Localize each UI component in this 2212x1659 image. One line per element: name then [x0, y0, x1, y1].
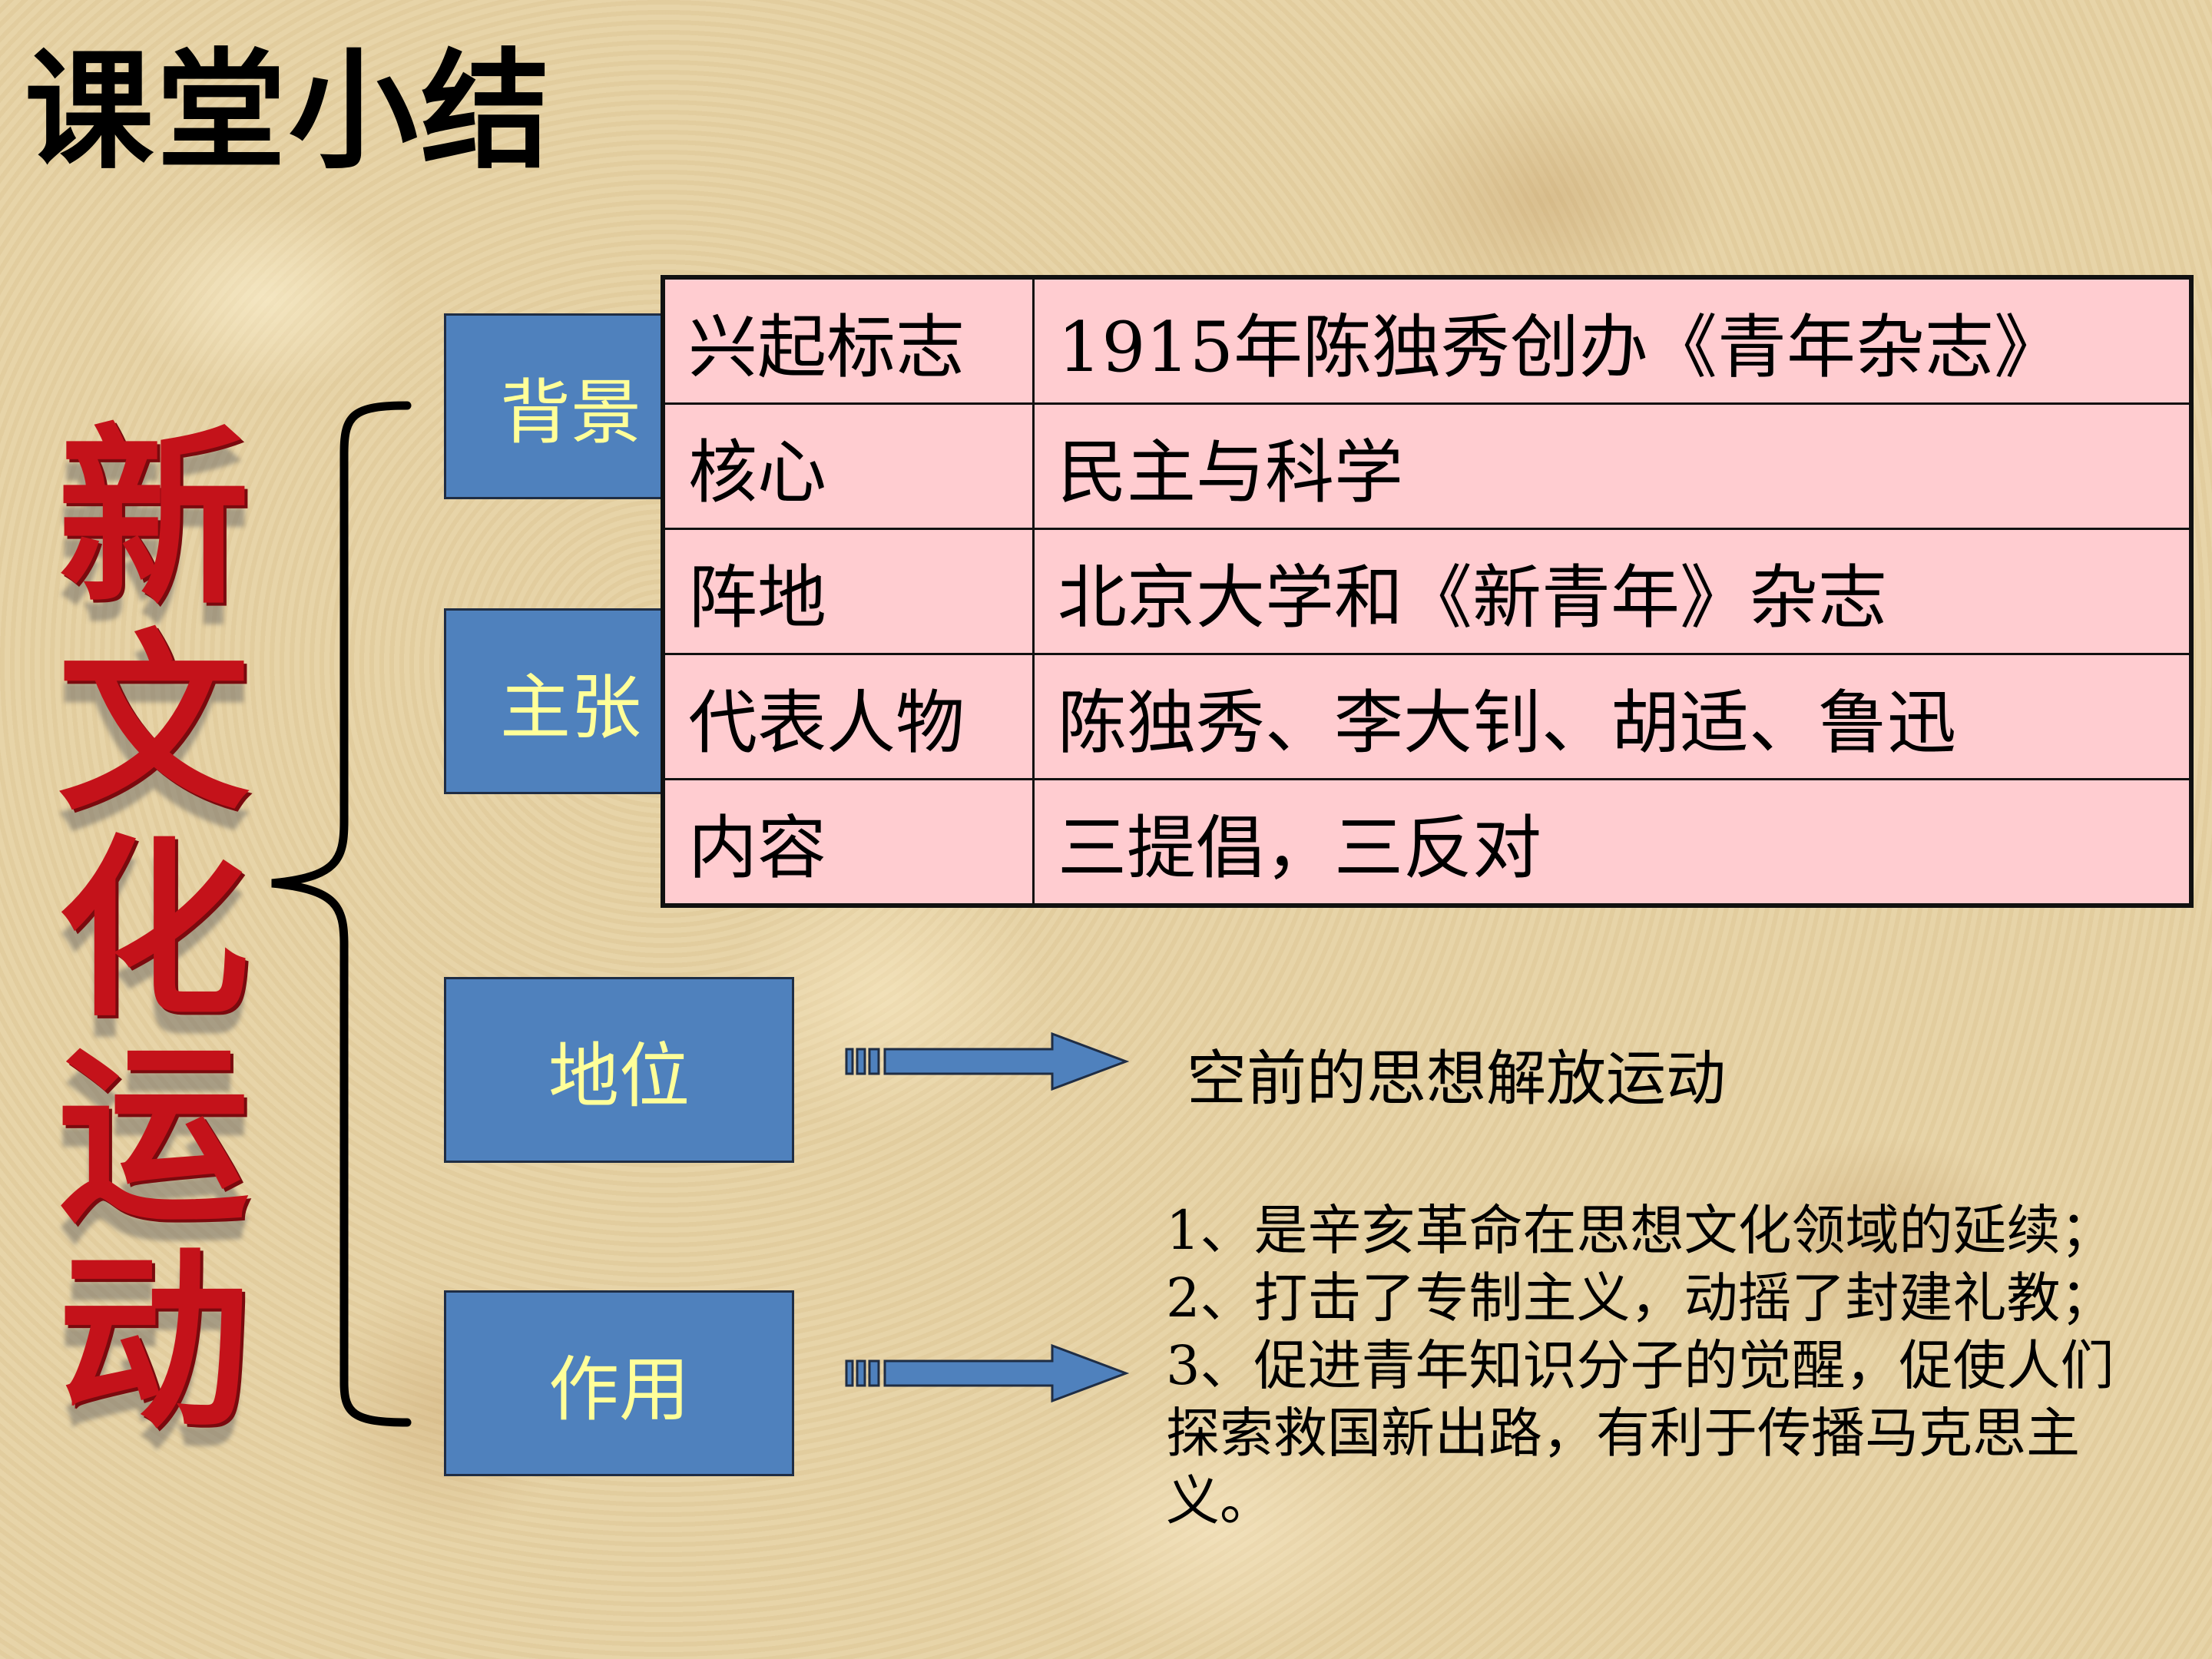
summary-table: 兴起标志 1915年陈独秀创办《青年杂志》 核心 民主与科学 阵地 北京大学和《…	[661, 275, 2194, 908]
effect-description: 1、是辛亥革命在思想文化领域的延续； 2、打击了专制主义，动摇了封建礼教； 3、…	[1166, 1197, 2164, 1535]
effect-box-label: 作用	[548, 1348, 690, 1431]
slide-title: 课堂小结	[25, 35, 553, 187]
curly-brace	[271, 401, 412, 1427]
table-cell-value: 1915年陈独秀创办《青年杂志》	[1032, 276, 2193, 405]
table-row: 兴起标志 1915年陈独秀创办《青年杂志》	[661, 276, 2193, 405]
table-cell-value: 陈独秀、李大钊、胡适、鲁迅	[1032, 653, 2193, 780]
table-cell-value: 民主与科学	[1032, 402, 2193, 530]
effect-line: 2、打击了专制主义，动摇了封建礼教；	[1166, 1267, 2114, 1330]
table-cell-key: 内容	[661, 778, 1035, 907]
vertical-title-char: 文	[58, 611, 250, 836]
table-cell-key: 兴起标志	[661, 276, 1035, 405]
vertical-title-char: 运	[58, 1022, 250, 1248]
table-cell-value: 北京大学和《新青年》杂志	[1032, 528, 2193, 655]
effect-line: 义。	[1166, 1469, 1273, 1532]
table-row: 代表人物 陈独秀、李大钊、胡适、鲁迅	[661, 653, 2193, 780]
table-row: 核心 民主与科学	[661, 402, 2193, 530]
table-row: 阵地 北京大学和《新青年》杂志	[661, 528, 2193, 655]
table-cell-key: 核心	[661, 402, 1035, 530]
effect-line: 探索救国新出路，有利于传播马克思主	[1166, 1402, 2080, 1465]
right-arrow-icon	[845, 1031, 1129, 1091]
claims-box-label: 主张	[500, 666, 642, 749]
effect-line: 3、促进青年知识分子的觉醒，促使人们	[1166, 1334, 2114, 1397]
right-arrow-icon	[845, 1343, 1129, 1403]
background-box-label: 背景	[500, 371, 642, 454]
status-box-label: 地位	[548, 1035, 690, 1118]
vertical-title-char: 新	[58, 405, 250, 631]
effect-box: 作用	[444, 1290, 794, 1476]
effect-line: 1、是辛亥革命在思想文化领域的延续；	[1166, 1199, 2114, 1262]
table-cell-key: 代表人物	[661, 653, 1035, 780]
vertical-title: 新 文 化 运 动	[54, 415, 253, 1444]
vertical-title-char: 动	[58, 1228, 250, 1454]
table-row: 内容 三提倡，三反对	[661, 778, 2193, 907]
table-cell-value: 三提倡，三反对	[1032, 778, 2193, 907]
table-cell-key: 阵地	[661, 528, 1035, 655]
status-description: 空前的思想解放运动	[1187, 1045, 1727, 1114]
vertical-title-char: 化	[58, 816, 250, 1042]
status-box: 地位	[444, 977, 794, 1163]
